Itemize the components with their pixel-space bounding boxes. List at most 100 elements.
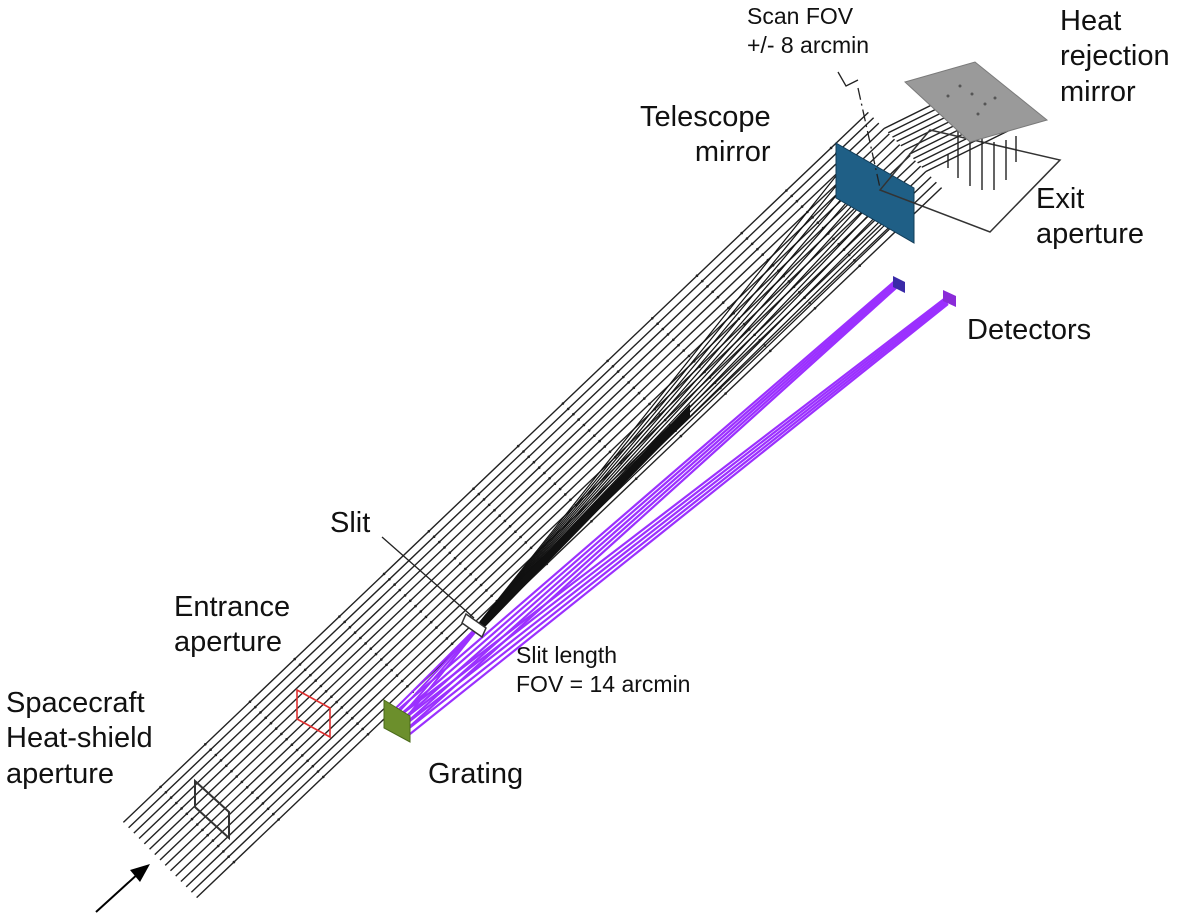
ray-line — [475, 174, 846, 628]
ray-tick — [219, 759, 223, 762]
ray-tick — [519, 535, 522, 539]
ray-tick — [245, 786, 249, 789]
ray-tick — [448, 551, 452, 555]
ray-tick — [832, 237, 835, 241]
ray-tick — [721, 301, 725, 304]
ray-tick — [345, 711, 349, 715]
ray-tick — [256, 796, 259, 800]
ray-tick — [414, 604, 417, 608]
ray-tick — [364, 642, 367, 645]
ray-tick — [661, 327, 665, 331]
ray-tick — [514, 530, 517, 533]
ray-tick — [798, 290, 801, 294]
ray-tick — [409, 599, 412, 603]
ray-line — [397, 279, 897, 711]
ray-line — [399, 281, 897, 716]
ray-tick — [724, 392, 727, 395]
ray-tick — [472, 487, 475, 491]
ray-tick — [677, 343, 680, 347]
ray-tick — [290, 743, 294, 746]
slit-leader — [381, 536, 475, 619]
ray-tick — [450, 642, 454, 645]
ray-line — [159, 149, 906, 861]
ray-line — [403, 285, 897, 726]
ray-tick — [382, 572, 386, 576]
detector-2 — [943, 290, 956, 307]
ray-tick — [469, 573, 473, 576]
ray-tick — [458, 562, 462, 565]
ray-tick — [763, 344, 767, 347]
ray-tick — [429, 620, 433, 624]
ray-tick — [742, 322, 746, 326]
ray-tick — [666, 333, 670, 336]
ray-tick — [582, 423, 586, 427]
ray-tick — [701, 279, 704, 283]
detectors-label: Detectors — [967, 314, 1092, 346]
ray-tick — [756, 247, 759, 251]
ray-tick — [479, 583, 483, 587]
telescope-mirror-label: Telescope mirror — [640, 101, 771, 169]
ray-tick — [687, 354, 691, 358]
ray-tick — [343, 620, 347, 624]
ray-tick — [330, 695, 333, 698]
ray-line — [475, 190, 866, 628]
ray-line — [164, 154, 911, 866]
ray-line — [394, 629, 476, 717]
ray-tick — [272, 812, 275, 816]
ray-tick — [316, 770, 320, 773]
ray-tick — [169, 796, 173, 799]
ray-tick — [324, 690, 328, 693]
ray-tick — [280, 732, 283, 736]
ray-tick — [527, 455, 530, 459]
ray-tick — [587, 429, 591, 432]
ray-line — [475, 194, 871, 628]
entrance-aperture-label: Entrance aperture — [174, 591, 291, 659]
ray-tick — [248, 700, 252, 703]
ray-tick — [522, 450, 525, 453]
ray-tick — [558, 487, 562, 491]
ray-line — [154, 144, 901, 856]
ray-tick — [682, 349, 685, 352]
ray-tick — [353, 631, 357, 634]
ray-tick — [790, 194, 793, 198]
ray-tick — [277, 818, 280, 821]
ray-tick — [695, 274, 699, 278]
ray-tick — [445, 637, 449, 640]
ray-tick — [561, 402, 565, 405]
focused-ray-cone — [475, 170, 901, 628]
ray-tick — [204, 743, 207, 746]
ray-tick — [309, 673, 312, 677]
ray-tick — [622, 375, 625, 379]
ray-line — [196, 187, 943, 899]
ray-tick — [374, 652, 378, 656]
ray-tick — [269, 721, 273, 725]
ray-line — [143, 133, 890, 845]
ray-line — [475, 186, 861, 628]
ray-tick — [319, 684, 323, 688]
ray-tick — [679, 434, 683, 438]
ray-line — [925, 128, 1012, 173]
spacecraft-heat-shield-aperture-label: Spacecraft Heat-shield aperture — [6, 687, 153, 790]
ray-tick — [230, 769, 233, 773]
ray-tick — [611, 365, 615, 368]
diffracted-ray-bundle — [391, 279, 949, 735]
ray-tick — [298, 663, 302, 666]
ray-tick — [356, 722, 359, 725]
slit-length-fov-label: Slit length FOV = 14 arcmin — [516, 642, 691, 698]
scan-fov-label: Scan FOV +/- 8 arcmin — [747, 3, 870, 59]
ray-line — [475, 178, 851, 628]
ray-tick — [524, 541, 528, 544]
heat-rejection-mirror-dots — [946, 84, 997, 116]
ray-line — [400, 629, 478, 725]
ray-tick — [232, 860, 236, 864]
ray-tick — [608, 450, 612, 454]
ray-tick — [403, 594, 407, 597]
ray-tick — [303, 668, 307, 672]
ray-tick — [706, 285, 709, 288]
detector-1 — [893, 276, 905, 293]
ray-tick — [569, 498, 572, 502]
ray-tick — [548, 477, 551, 480]
ray-tick — [537, 466, 541, 469]
ray-tick — [432, 535, 436, 538]
ray-tick — [285, 738, 288, 741]
